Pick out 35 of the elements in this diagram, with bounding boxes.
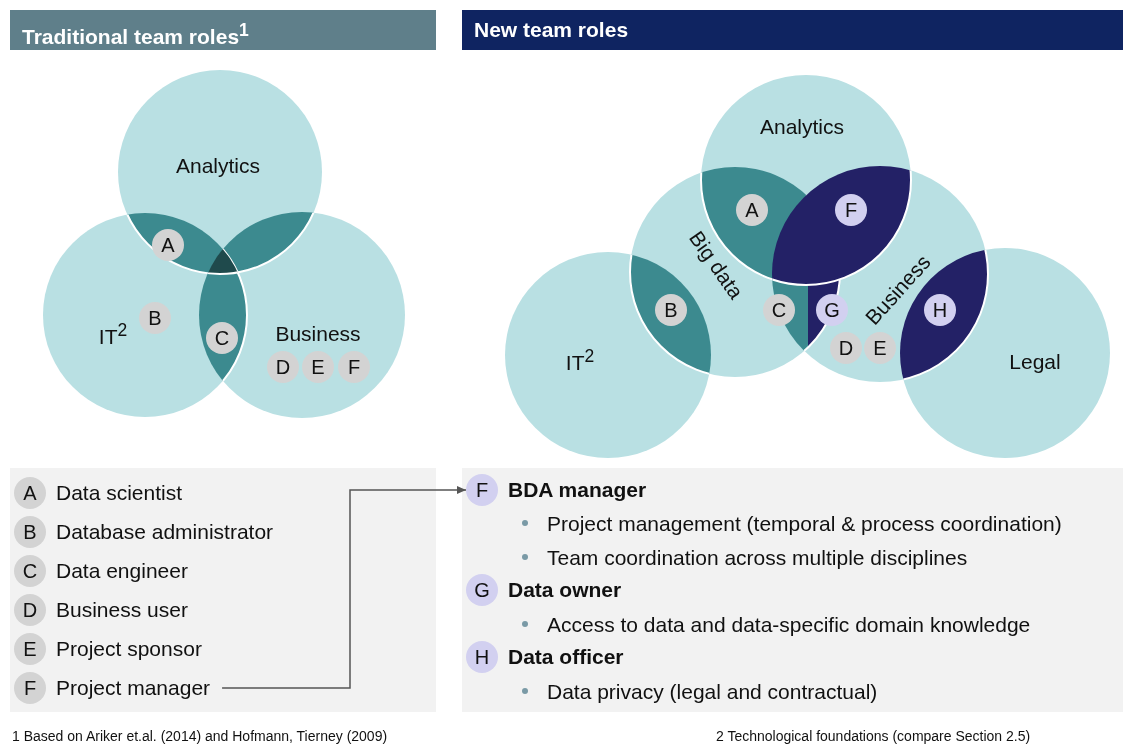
role-name: Project manager <box>56 675 211 701</box>
role-name: Project sponsor <box>56 636 202 662</box>
role-name: Data engineer <box>56 558 188 584</box>
circle-label: Analytics <box>176 154 260 178</box>
role-badge: F <box>14 672 46 704</box>
bullet-text: Data privacy (legal and contractual) <box>547 678 878 704</box>
role-badge: D <box>14 594 46 626</box>
role-badge: C <box>14 555 46 587</box>
section-header: New team roles <box>462 10 1123 50</box>
role-name: BDA manager <box>508 477 647 503</box>
circle-label: IT$^{2}$ <box>98 319 128 349</box>
role-badge: B <box>14 516 46 548</box>
bullet-text: Project management (temporal & process coordination) <box>547 510 1062 536</box>
role-badge: E <box>14 633 46 665</box>
footnote: 2 Technological foundations (compare Section 2.5) <box>716 727 1031 744</box>
section-header: Traditional team roles$^{1}$ <box>10 10 436 50</box>
role-name: Data owner <box>508 577 622 603</box>
circle-label: IT$^{2}$ <box>565 345 595 375</box>
legend-panel <box>462 468 1123 712</box>
role-name: Data scientist <box>56 480 183 506</box>
footnote: 1 Based on Ariker et.al. (2014) and Hofmann, Tierney (2009) <box>12 727 388 744</box>
circle-label: Business <box>275 322 361 346</box>
role-badge: F <box>466 474 498 506</box>
role-badge: A <box>14 477 46 509</box>
bullet-text: Team coordination across multiple disciplines <box>547 544 968 570</box>
circle-label: Analytics <box>760 115 844 139</box>
circle-label: Legal <box>1009 350 1061 374</box>
bullet-text: Access to data and data-specific domain knowledge <box>547 611 1031 637</box>
role-badge: H <box>466 641 498 673</box>
role-name: Data officer <box>508 644 624 670</box>
role-name: Database administrator <box>56 519 274 545</box>
legend-panel <box>10 468 436 712</box>
role-badge: G <box>466 574 498 606</box>
role-name: Business user <box>56 597 188 623</box>
connector-arrow <box>221 486 467 689</box>
